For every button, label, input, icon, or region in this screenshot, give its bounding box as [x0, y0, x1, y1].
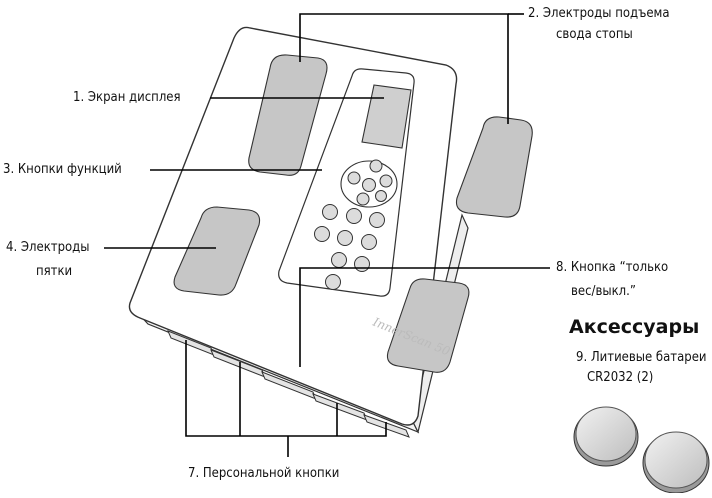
nav-button-left[interactable] — [347, 171, 361, 185]
function-keypad — [314, 204, 385, 290]
label-arch-electrodes-2: свода стопы — [556, 27, 633, 42]
function-button[interactable] — [354, 256, 370, 272]
function-button[interactable] — [361, 234, 377, 250]
label-heel-electrodes-2: пятки — [36, 264, 73, 279]
accessories-heading: Аксессуары — [569, 316, 700, 338]
function-button[interactable] — [331, 252, 347, 268]
label-weight-only-1: 8. Кнопка “только — [556, 260, 669, 275]
function-button[interactable] — [322, 204, 338, 220]
function-button[interactable] — [337, 230, 353, 246]
weight-only-button[interactable] — [325, 274, 341, 290]
nav-button-down[interactable] — [356, 192, 370, 206]
electrode-bottom-right — [386, 278, 470, 373]
label-heel-electrodes-1: 4. Электроды — [6, 240, 90, 255]
function-button[interactable] — [346, 208, 362, 224]
leader-weight-only — [299, 267, 550, 367]
leader-personal — [185, 340, 387, 437]
label-battery-2: CR2032 (2) — [587, 370, 654, 385]
battery-coin-1-face — [575, 406, 637, 462]
label-battery-1: 9. Литиевые батареи — [576, 350, 707, 365]
nav-button-down-right[interactable] — [375, 190, 387, 202]
label-function-buttons: 3. Кнопки функций — [3, 162, 122, 177]
nav-button-center[interactable] — [362, 178, 376, 192]
battery-coin-2-face — [644, 431, 708, 489]
nav-button-right[interactable] — [379, 174, 393, 188]
leader-arch — [299, 13, 509, 124]
label-display-screen: 1. Экран дисплея — [73, 90, 181, 105]
display-screen — [361, 84, 412, 149]
nav-button-up[interactable] — [369, 159, 383, 173]
function-button[interactable] — [369, 212, 385, 228]
electrode-right-arch — [455, 116, 533, 218]
function-button[interactable] — [314, 226, 330, 242]
label-personal-buttons: 7. Персональной кнопки — [188, 466, 340, 481]
label-weight-only-2: вес/выкл.” — [571, 284, 636, 299]
coin-batteries — [573, 406, 710, 494]
label-arch-electrodes-1: 2. Электроды подъема — [528, 6, 670, 21]
electrode-left-heel — [173, 206, 261, 296]
